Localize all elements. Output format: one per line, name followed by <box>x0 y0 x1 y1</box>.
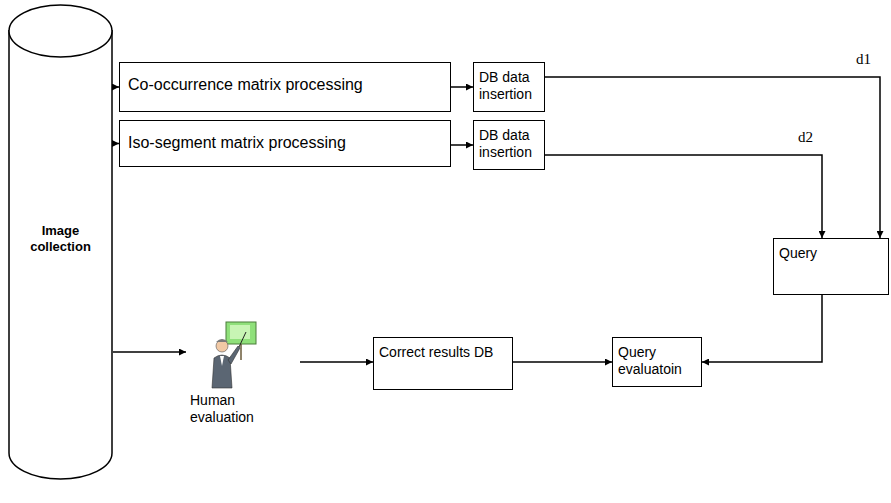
node-label: Query evaluatoin <box>613 338 701 382</box>
human-figure: Human evaluation <box>186 320 300 434</box>
data-flow-label: d1 <box>854 51 873 68</box>
node-label: DB data insertion <box>474 121 544 165</box>
process-box: Query <box>773 238 889 295</box>
flow-arrow <box>702 295 822 362</box>
node-label: DB data insertion <box>474 63 544 107</box>
node-label: Correct results DB <box>374 338 512 365</box>
node-label: Iso-segment matrix processing <box>120 121 450 156</box>
data-flow-label: d2 <box>796 129 815 146</box>
flow-arrow <box>513 361 612 363</box>
database-box: Correct results DB <box>373 337 513 390</box>
process-box: DB data insertion <box>473 120 545 170</box>
flow-arrow <box>545 155 822 238</box>
storage-cylinder: Image collection <box>8 4 113 480</box>
node-label: Image collection <box>12 223 109 254</box>
process-box: Query evaluatoin <box>612 337 702 387</box>
flow-arrow <box>113 351 186 353</box>
flow-arrow <box>451 144 473 146</box>
process-box: Iso-segment matrix processing <box>119 120 451 167</box>
node-label: Co-occurrence matrix processing <box>120 63 450 98</box>
flow-arrow <box>300 361 373 363</box>
process-box: Co-occurrence matrix processing <box>119 62 451 112</box>
flow-arrow <box>545 77 880 238</box>
figure-caption: Human evaluation <box>186 390 300 426</box>
cylinder-top <box>9 5 112 57</box>
presenter-illustration <box>202 320 272 390</box>
flow-arrow <box>451 86 473 88</box>
process-box: DB data insertion <box>473 62 545 112</box>
node-label: Query <box>774 239 888 266</box>
cylinder-body <box>9 30 112 479</box>
